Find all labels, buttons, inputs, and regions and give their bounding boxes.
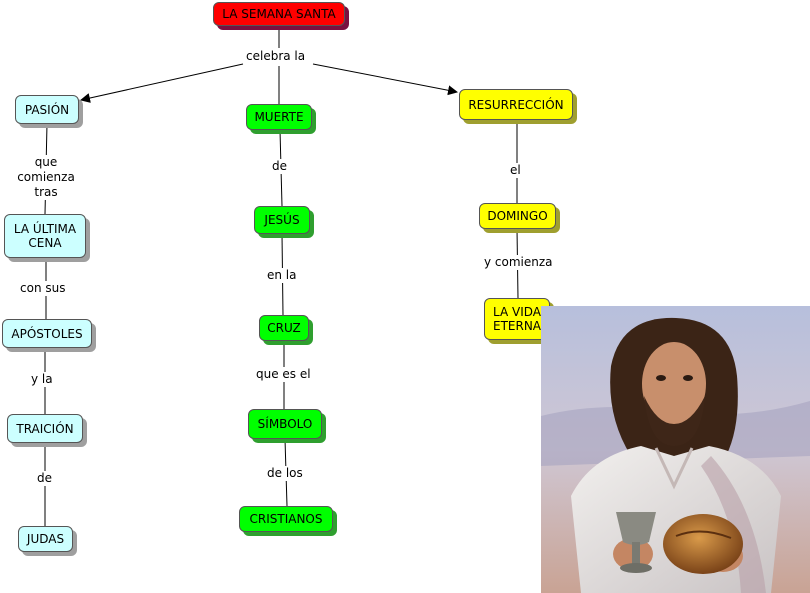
jesus-illustration [541, 306, 810, 593]
node-cristianos[interactable]: CRISTIANOS [239, 506, 333, 532]
node-traicion[interactable]: TRAICIÓN [7, 414, 83, 443]
link-label-y-la: y la [29, 372, 55, 387]
link-label-de-judas: de [35, 471, 54, 486]
line-celebra-pasion [80, 63, 244, 103]
link-label-que-comienza-tras: que comienza tras [2, 155, 90, 200]
link-label-con-sus: con sus [18, 281, 68, 296]
link-label-en-la: en la [265, 268, 299, 283]
node-apostoles[interactable]: APÓSTOLES [2, 319, 92, 348]
link-label-de-jesus: de [270, 159, 289, 174]
node-muerte[interactable]: MUERTE [246, 104, 312, 130]
node-la-ultima-cena[interactable]: LA ÚLTIMA CENA [4, 214, 86, 258]
node-simbolo[interactable]: SÍMBOLO [248, 409, 322, 439]
node-la-semana-santa[interactable]: LA SEMANA SANTA [213, 2, 345, 26]
node-judas[interactable]: JUDAS [18, 526, 73, 552]
link-label-que-es-el: que es el [254, 367, 313, 382]
jesus-chalice-bread-image [541, 306, 810, 593]
link-label-el: el [508, 163, 523, 178]
node-cruz[interactable]: CRUZ [259, 315, 309, 341]
node-domingo[interactable]: DOMINGO [479, 203, 556, 229]
link-label-y-comienza: y comienza [482, 255, 555, 270]
node-resurreccion[interactable]: RESURRECCIÓN [459, 89, 573, 120]
line-celebra-resurreccion [312, 63, 458, 96]
link-label-celebra-la: celebra la [244, 49, 308, 64]
link-label-de-los: de los [265, 466, 305, 481]
node-pasion[interactable]: PASIÓN [15, 95, 79, 124]
node-jesus[interactable]: JESÚS [254, 206, 310, 234]
